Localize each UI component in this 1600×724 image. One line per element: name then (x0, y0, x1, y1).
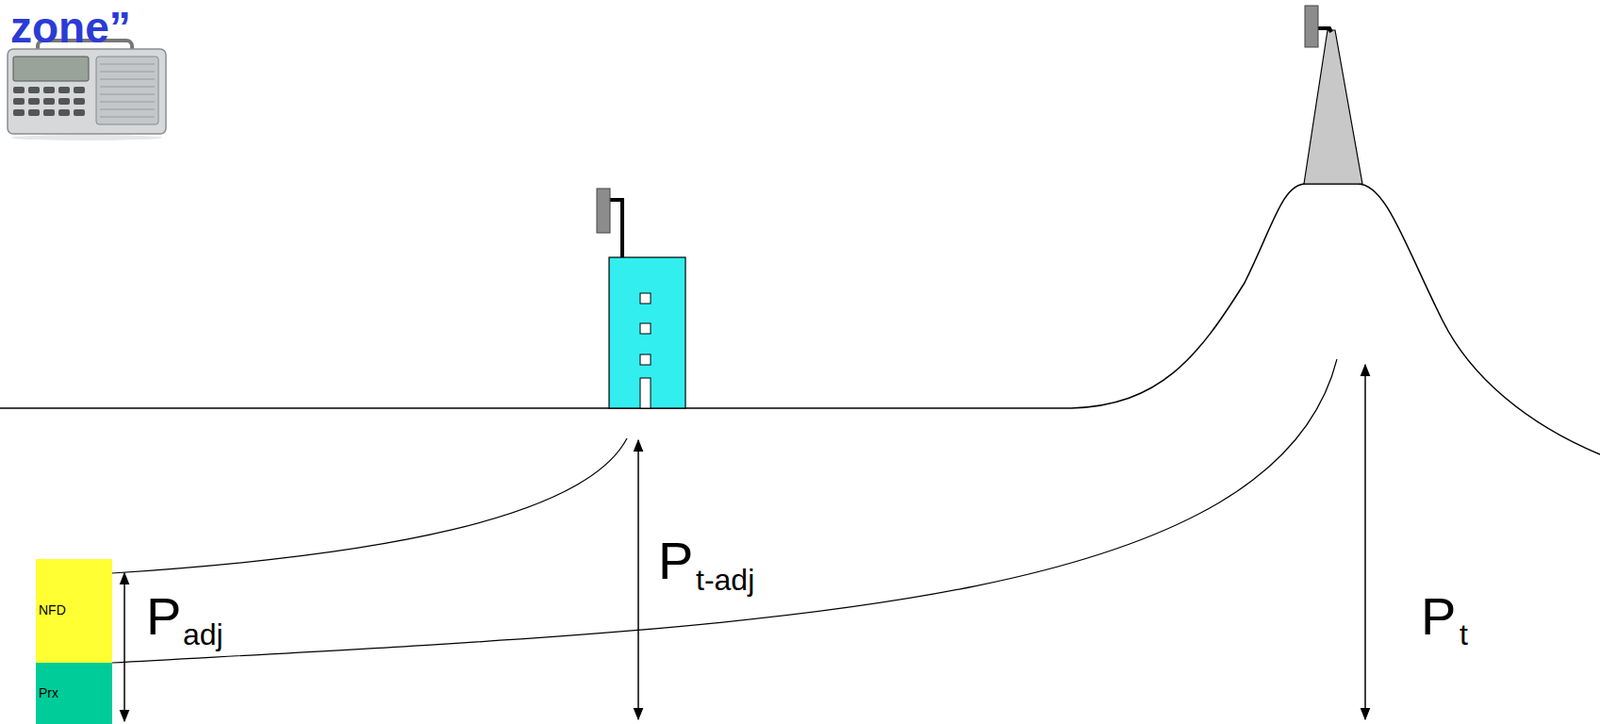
path-curve (112, 438, 627, 574)
level-arrow (1364, 364, 1367, 720)
path-curve (112, 359, 1337, 663)
radio-icon (7, 40, 166, 141)
prx-box: Prx (35, 662, 113, 724)
power-subscript: t-adj (693, 564, 757, 595)
title-text: zone” (10, 5, 132, 50)
power-symbol: P (1418, 590, 1458, 644)
power-symbol: P (656, 534, 695, 588)
nfd-box: NFD (35, 559, 113, 663)
level-arrow (637, 440, 640, 720)
box-label: NFD (35, 603, 66, 618)
power-subscript: adj (181, 619, 226, 650)
level-arrow (123, 573, 126, 722)
ground-hill (0, 183, 1600, 455)
hill-tower (1303, 5, 1363, 184)
power-subscript: t (1457, 619, 1470, 650)
box-label: Prx (35, 686, 59, 701)
power-symbol: P (144, 590, 183, 644)
building (596, 188, 686, 409)
